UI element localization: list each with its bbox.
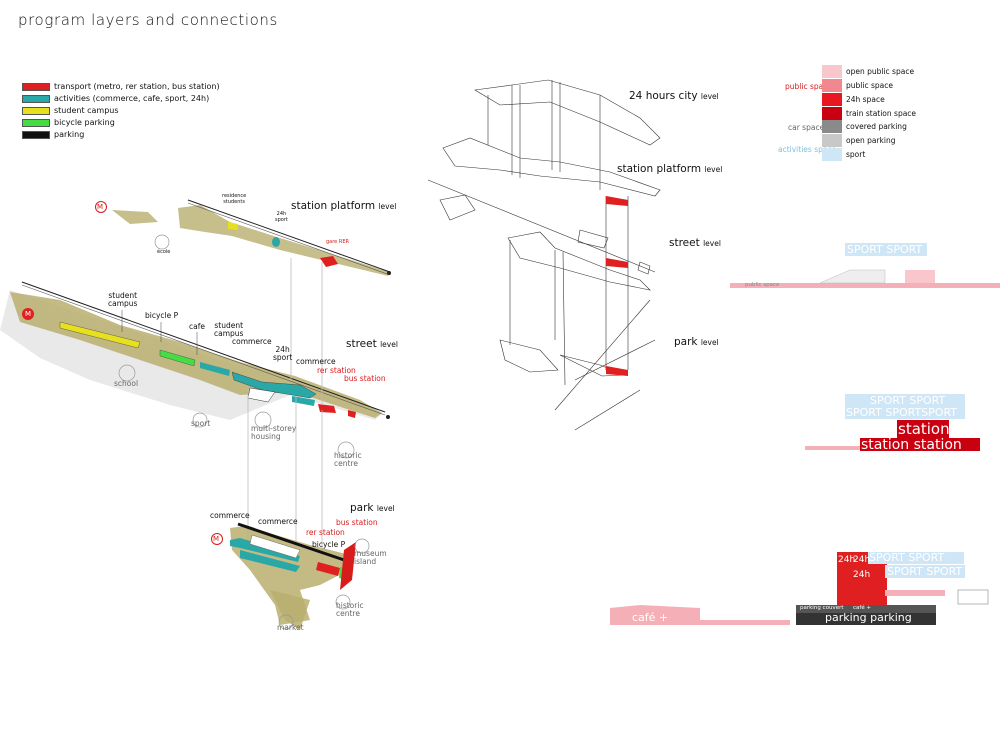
key-item: open parking [822,134,895,147]
legend-label: bicycle parking [54,118,115,127]
legend-item: student campus [22,106,119,115]
level-title-24h-city: 24 hours city level [629,90,719,102]
section-street-sport: SPORT SPORT [847,243,923,256]
label-park-commerce-2: commerce [258,517,298,526]
section-street-public-space: public space [745,282,780,288]
key-group-activities: activities space [778,145,837,154]
key-swatch [822,107,842,120]
legend-item: transport (metro, rer station, bus stati… [22,82,220,91]
section-park-parking: parking parking [825,611,912,624]
label-bicycle-p: bicycle P [145,311,179,320]
key-swatch [822,79,842,92]
legend-label: parking [54,130,85,139]
level-title-mid-street: street level [669,237,721,249]
exploded-axonometric [427,79,661,431]
legend-label: activities (commerce, cafe, sport, 24h) [54,94,210,103]
section-park-cafe: café + [632,611,669,624]
label-rer-station: rer station [317,366,356,375]
page-title: program layers and connections [18,11,278,29]
label-school: school [114,379,139,388]
legend-label: student campus [54,106,119,115]
key-item: train station space [822,107,916,120]
key-swatch [822,93,842,106]
section-park-sport-top: SPORT SPORT [869,551,945,564]
section-street [730,243,1000,288]
label-park-rer-station: rer station [306,528,345,537]
key-group-car: car space [788,123,825,132]
key-item: covered parking [822,120,907,133]
key-item: open public space [822,65,914,78]
metro-icon-park: M [213,535,220,543]
key-swatch [822,148,842,161]
connection-lines [247,258,323,560]
section-station-station: station station [861,437,962,453]
label-cafe: cafe [189,322,205,331]
section-park [610,552,989,625]
legend-swatch [22,82,50,91]
label-park-bus-station: bus station [336,518,378,527]
section-station [805,394,980,451]
street-level-drawing [0,281,390,459]
legend-item: activities (commerce, cafe, sport, 24h) [22,94,209,103]
legend-swatch [22,94,50,103]
label-bus-station: bus station [344,374,386,383]
section-station-sport: SPORT SPORT [870,394,946,407]
label-ecole: école [157,249,171,255]
label-market: market [277,623,304,632]
section-park-24h-b: 24h [853,555,871,565]
level-title-park: park level [350,502,395,514]
section-park-parking-couvert: parking couvert [800,605,844,611]
label-park-commerce-1: commerce [210,511,250,520]
legend-item: parking [22,130,84,139]
section-park-sport-mid: SPORT SPORT [887,565,963,578]
label-park-bicycle-p: bicycle P [312,540,346,549]
park-level-drawing [211,522,370,630]
key-item: sport [822,148,865,161]
metro-icon: M [97,203,104,211]
key-item: public space [822,79,893,92]
key-swatch [822,120,842,133]
label-commerce: commerce [232,337,272,346]
legend-swatch [22,106,50,115]
level-title-station-platform: station platform level [291,200,397,212]
legend-swatch [22,130,50,139]
level-title-street: street level [346,338,398,350]
label-sport-icon: sport [191,419,211,428]
section-park-24h-c: 24h [853,570,871,580]
red-cores [606,196,628,376]
label-commerce-2: commerce [296,357,336,366]
legend-label: transport (metro, rer station, bus stati… [54,82,220,91]
legend-item: bicycle parking [22,118,115,127]
key-swatch [822,134,842,147]
section-station-sport-triple: SPORT SPORTSPORT [846,406,958,419]
key-group-public: public space [785,82,832,91]
section-park-cafe-small: café + [853,605,872,611]
platform-level-drawing [95,199,391,276]
level-title-mid-station-platform: station platform level [617,163,723,175]
key-item: 24h space [822,93,885,106]
section-park-24h-a: 24h [838,555,856,565]
legend-swatch [22,118,50,127]
key-swatch [822,65,842,78]
metro-icon-street: M [25,310,32,318]
label-gare-rer: gare RER [326,239,349,245]
level-title-mid-park: park level [674,336,719,348]
section-station-label: station [898,420,950,438]
